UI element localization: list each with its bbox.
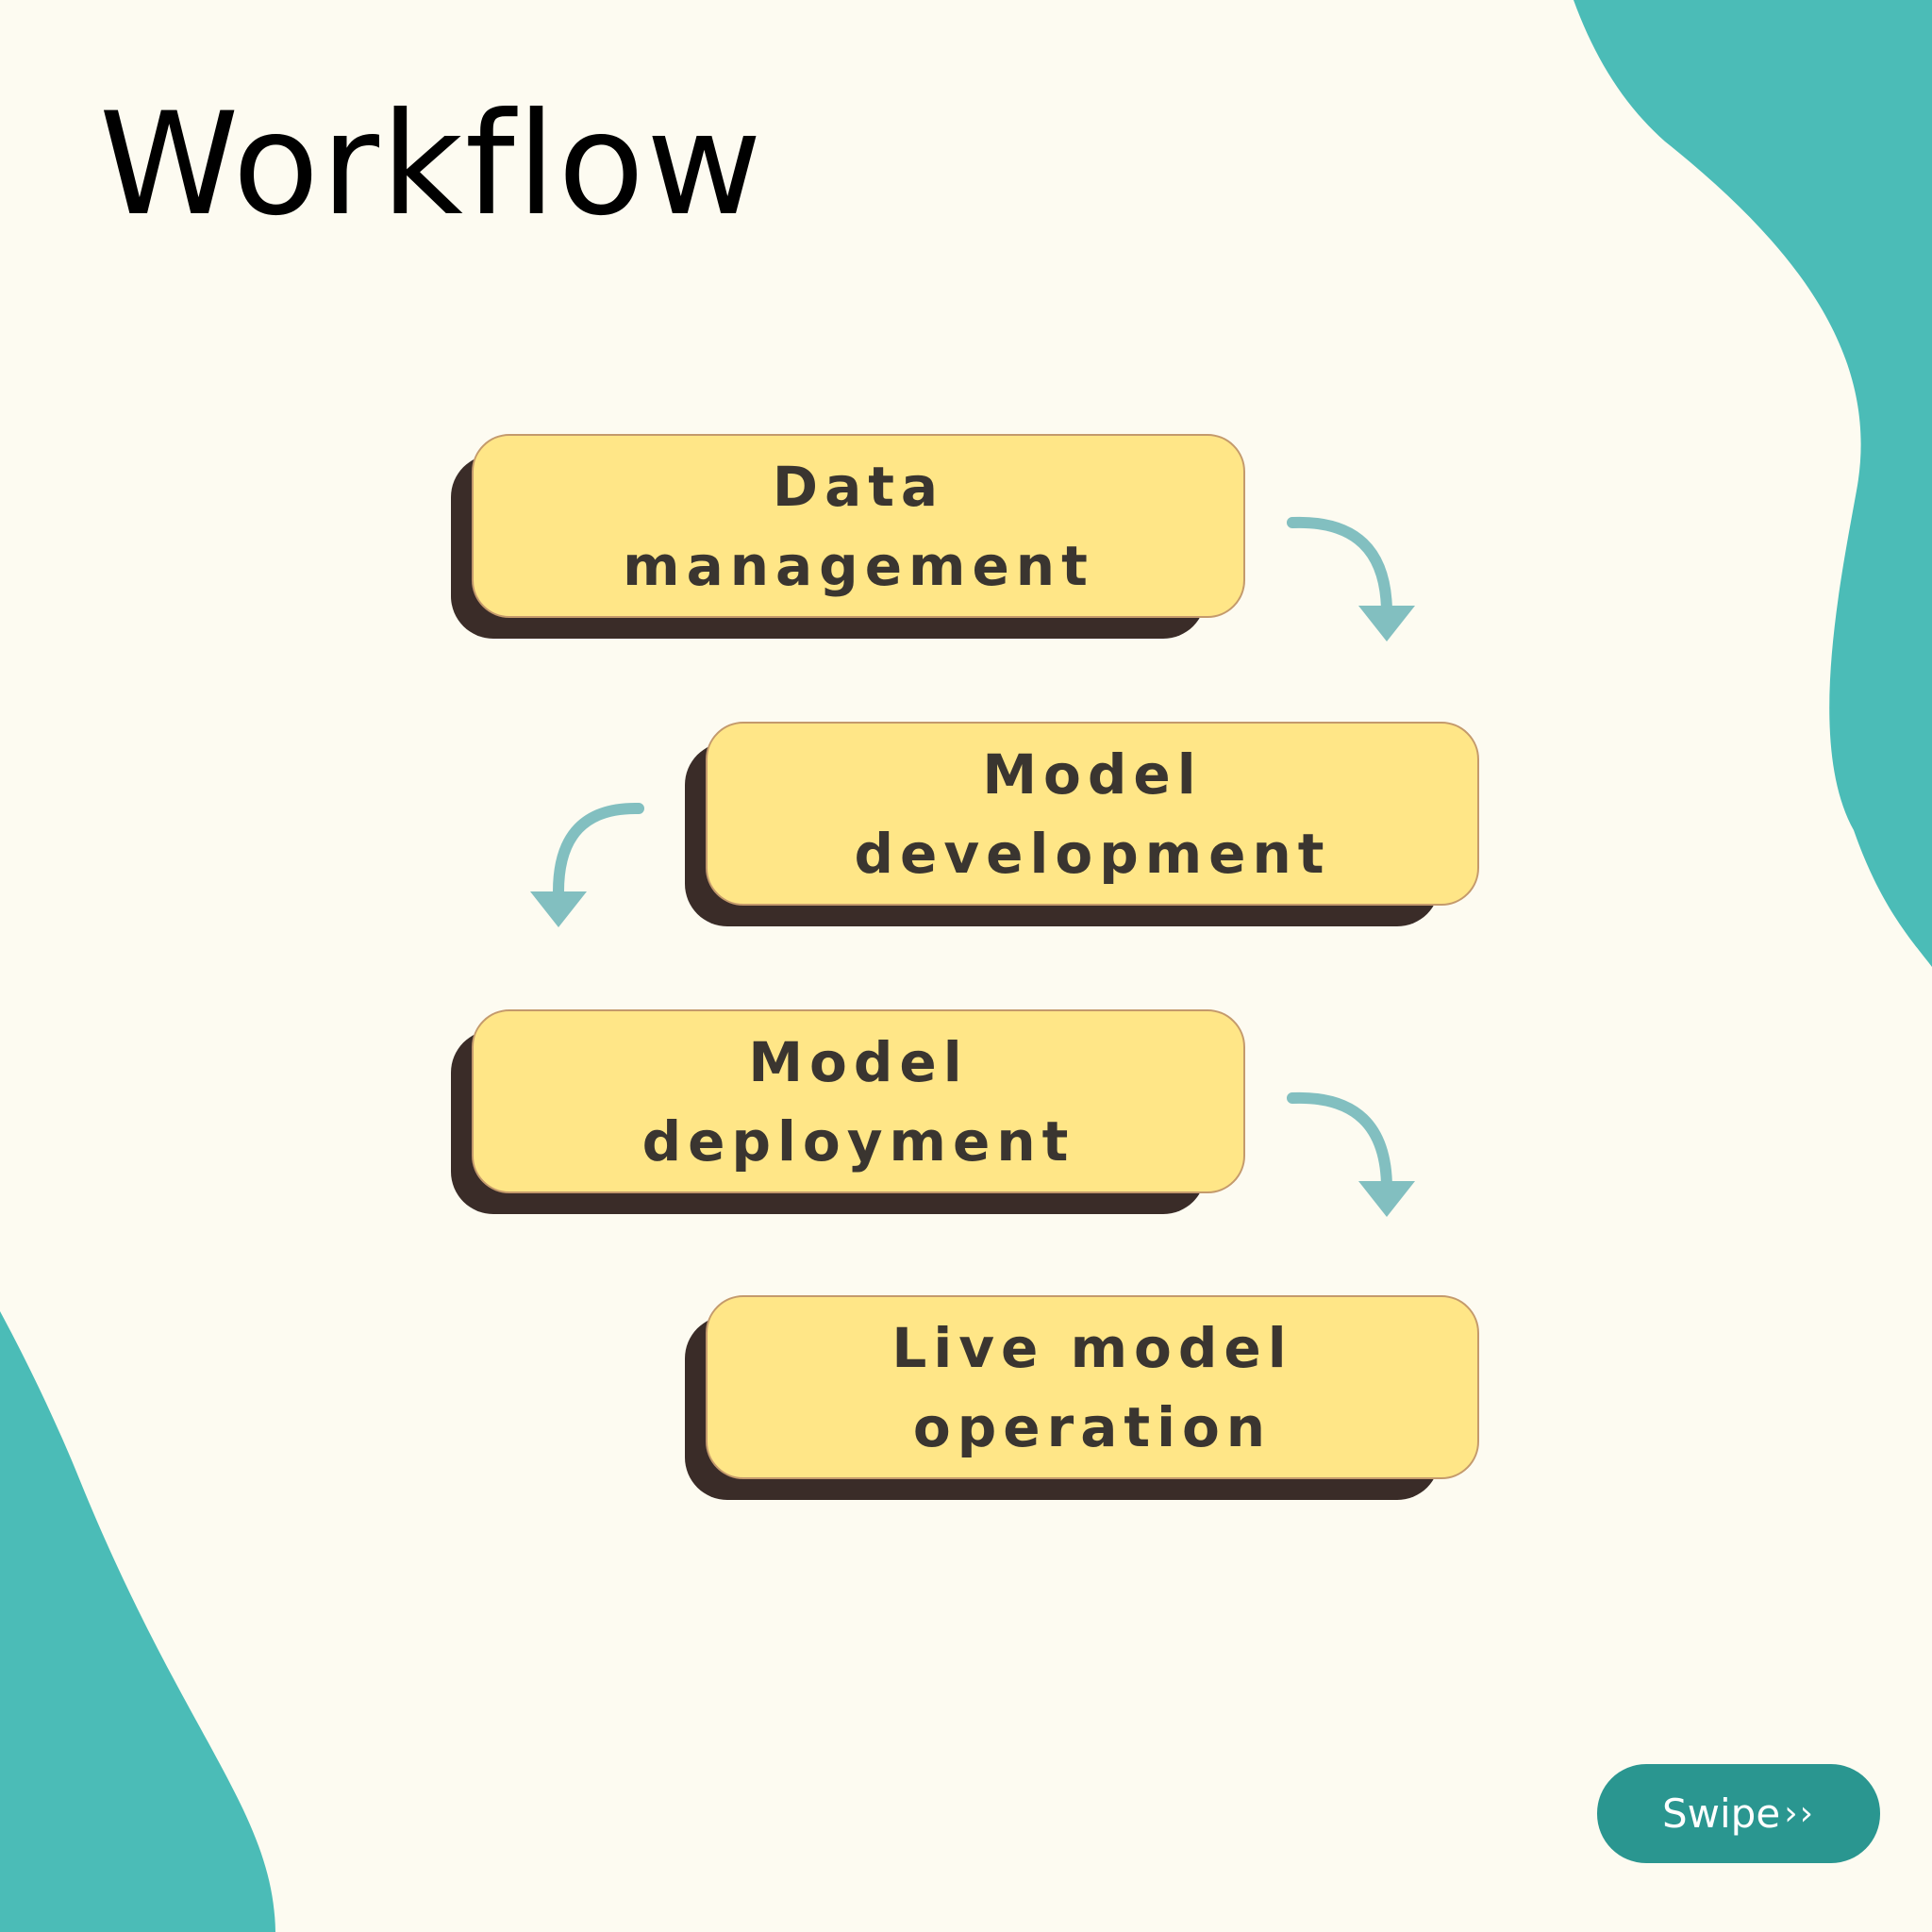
curved-arrow-down-icon [1287,1091,1415,1217]
double-chevron-right-icon: ›› [1784,1794,1815,1833]
swipe-label: Swipe [1662,1790,1781,1837]
step-label: Live model operation [891,1315,1293,1459]
curved-arrow-down-icon [530,802,644,927]
step-model-deployment: Model deployment [451,1009,1245,1214]
step-label: Data management [623,454,1094,598]
swipe-button[interactable]: Swipe ›› [1597,1764,1880,1863]
step-card: Data management [472,434,1245,618]
step-live-model-operation: Live model operation [685,1295,1479,1500]
step-card: Live model operation [706,1295,1479,1479]
step-data-management: Data management [451,434,1245,639]
curved-arrow-down-icon [1287,516,1415,641]
step-card: Model deployment [472,1009,1245,1193]
step-model-development: Model development [685,722,1479,926]
step-label: Model development [854,741,1331,886]
step-label: Model deployment [641,1029,1075,1174]
step-card: Model development [706,722,1479,906]
page-title: Workflow [99,83,764,247]
